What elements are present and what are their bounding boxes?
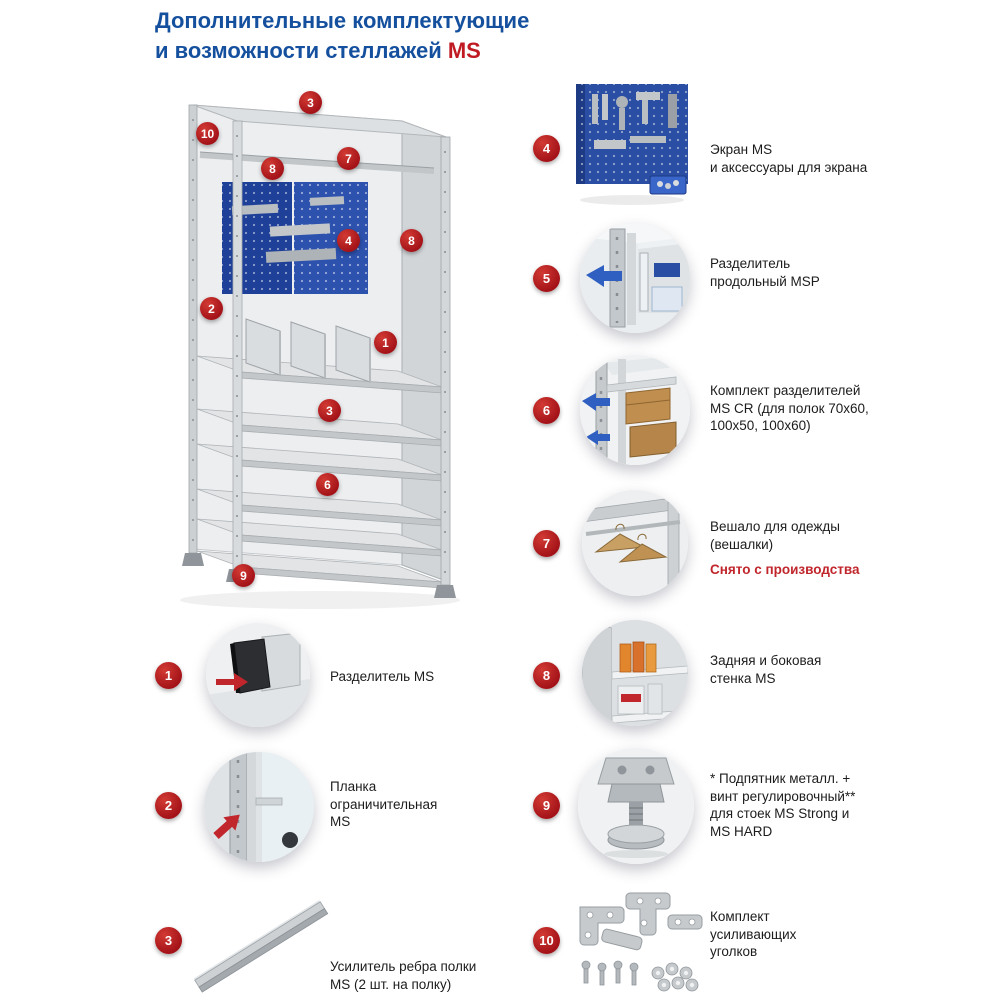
shelf-badge-6: 6 [316,473,339,496]
legend-text-10: Комплект усиливающих уголков [710,908,796,961]
text-line: Разделитель [710,256,791,271]
legend-text-7: Вешало для одежды (вешалки) Снято с прои… [710,518,859,579]
legend-badge-10: 10 [533,927,560,954]
legend-text-6: Комплект разделителей MS CR (для полок 7… [710,382,869,435]
shelf-badge-3-top: 3 [299,91,322,114]
corner-plates-photo [572,885,707,1000]
shelf-badge-4: 4 [337,229,360,252]
shelving-unit-drawing [180,104,460,609]
text-line: MS (2 шт. на полку) [330,976,452,992]
discontinued-note: Снято с производства [710,562,860,578]
text-line: Разделитель MS [330,669,435,684]
legend-badge-6: 6 [533,397,560,424]
text-line: Усилитель ребра полки [330,959,477,974]
text-line: усиливающих [710,926,797,942]
text-line: Экран MS [710,142,773,157]
text-line: стенка MS [710,670,776,686]
text-line: 100x50, 100x60) [710,418,811,434]
legend-text-1: Разделитель MS [330,668,434,686]
legend-badge-3: 3 [155,927,182,954]
text-line: MS [330,814,351,830]
shelf-badge-7: 7 [337,147,360,170]
text-line: Вешало для одежды [710,519,841,534]
legend-badge-1: 1 [155,662,182,689]
text-line: (вешалки) [710,536,774,552]
shelving-unit-illustration [170,85,480,615]
text-line: продольный MSP [710,273,820,289]
legend-text-4: Экран MS и аксессуары для экрана [710,141,867,176]
limiting-strip-photo [204,752,314,862]
shelf-badge-9: 9 [232,564,255,587]
legend-text-8: Задняя и боковая стенка MS [710,652,821,687]
shelf-stiffener-photo [185,895,335,1000]
shelf-badge-3-mid: 3 [318,399,341,422]
shelf-badge-8-right: 8 [400,229,423,252]
title-line1: Дополнительные комплектующие [155,8,530,33]
longitudinal-divider-photo [580,223,690,333]
divider-ms-photo [206,623,310,727]
legend-badge-4: 4 [533,135,560,162]
legend-text-5: Разделитель продольный MSP [710,255,820,290]
text-line: для стоек MS Strong и [710,806,850,822]
shelf-badge-10: 10 [196,122,219,145]
text-line: винт регулировочный** [710,788,856,804]
text-line: Комплект разделителей [710,383,861,398]
text-line: и аксессуары для экрана [710,159,868,175]
shelf-badge-1: 1 [374,331,397,354]
legend-text-2: Планка ограничительная MS [330,778,437,831]
shelf-badge-8-left: 8 [261,157,284,180]
page-title: Дополнительные комплектующие и возможнос… [155,6,529,65]
text-line: ограничительная [330,796,438,812]
legend-badge-9: 9 [533,792,560,819]
legend-badge-8: 8 [533,662,560,689]
shelf-badge-2: 2 [200,297,223,320]
pegboard-screen-photo [570,80,700,210]
legend-badge-5: 5 [533,265,560,292]
legend-badge-7: 7 [533,530,560,557]
divider-set-photo [580,355,690,465]
text-line: уголков [710,944,758,960]
text-line: MS HARD [710,823,773,839]
text-line: Задняя и боковая [710,653,822,668]
foot-plate-photo [578,748,694,864]
legend-text-3: Усилитель ребра полки MS (2 шт. на полку… [330,958,476,993]
text-line: Комплект [710,909,770,924]
text-line: Планка [330,779,377,794]
title-line2-text: и возможности стеллажей [155,37,442,63]
clothes-rail-photo [582,490,688,596]
brand-ms: MS [447,37,481,63]
legend-text-9: * Подпятник металл. + винт регулировочны… [710,770,855,840]
text-line: MS CR (для полок 70x60, [710,400,869,416]
text-line: * Подпятник металл. + [710,771,851,786]
title-line2: и возможности стеллажей MS [155,36,529,66]
back-side-wall-photo [582,620,688,726]
legend-badge-2: 2 [155,792,182,819]
